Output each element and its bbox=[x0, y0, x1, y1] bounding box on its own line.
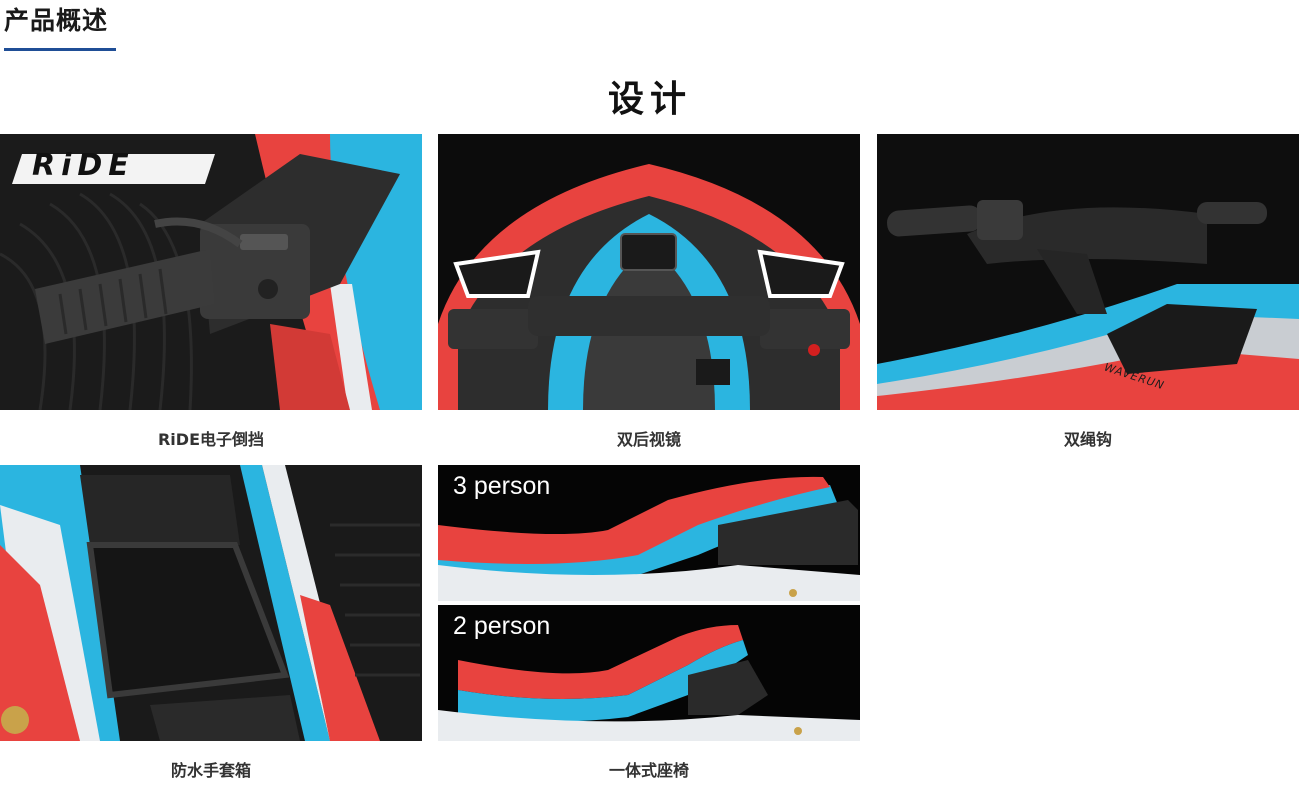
feature-caption: 一体式座椅 bbox=[608, 761, 689, 780]
feature-card-seat: 3 person 2 person 一体式座椅 bbox=[438, 465, 860, 782]
feature-caption: 双后视镜 bbox=[616, 430, 681, 449]
feature-image-glovebox bbox=[0, 465, 422, 741]
seat-label-2-person: 2 person bbox=[453, 612, 551, 640]
design-heading: 设计 bbox=[607, 79, 692, 120]
section-header: 产品概述 bbox=[4, 4, 116, 51]
feature-card-ride: RiDE RiDE电子倒挡 bbox=[0, 134, 422, 451]
feature-image-mirrors bbox=[438, 134, 860, 410]
seat-image-2-person: 2 person bbox=[438, 605, 860, 741]
feature-image-seat: 3 person 2 person bbox=[438, 465, 860, 741]
feature-caption: RiDE电子倒挡 bbox=[157, 430, 265, 449]
feature-caption: 双绳钩 bbox=[1063, 430, 1112, 449]
seat-label-3-person: 3 person bbox=[453, 472, 551, 500]
feature-card-glovebox: 防水手套箱 bbox=[0, 465, 422, 782]
feature-caption: 防水手套箱 bbox=[170, 761, 251, 780]
section-title: 产品概述 bbox=[4, 6, 109, 35]
ride-logo: RiDE bbox=[32, 148, 135, 183]
feature-image-hooks: WAVERUN bbox=[877, 134, 1299, 410]
title-underline bbox=[4, 48, 116, 51]
seat-image-3-person: 3 person bbox=[438, 465, 860, 601]
feature-image-ride: RiDE bbox=[0, 134, 422, 410]
feature-card-mirrors: 双后视镜 bbox=[438, 134, 860, 451]
feature-card-hooks: WAVERUN 双绳钩 bbox=[877, 134, 1299, 451]
